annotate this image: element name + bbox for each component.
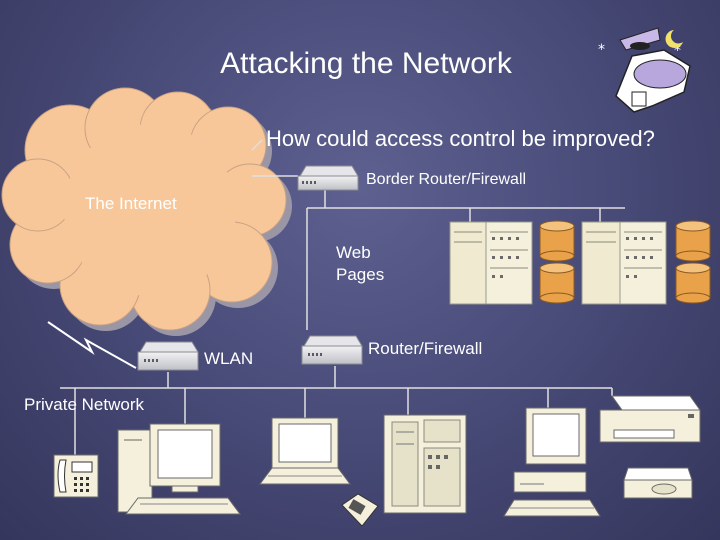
router-firewall-label: Router/Firewall bbox=[368, 339, 483, 358]
server-rack-icon bbox=[449, 221, 533, 305]
internal-router-icon bbox=[301, 335, 363, 365]
wlan-label: WLAN bbox=[204, 349, 254, 368]
desktop-computer-icon bbox=[503, 407, 601, 517]
spy-mascot-icon: * * bbox=[598, 27, 691, 113]
border-router-label: Border Router/Firewall bbox=[366, 171, 527, 188]
database-icon bbox=[539, 220, 575, 262]
svg-text:*: * bbox=[598, 42, 605, 58]
server-rack-icon bbox=[581, 221, 667, 305]
database-icon bbox=[539, 262, 575, 304]
printer-icon bbox=[599, 395, 701, 443]
wlan-router-icon bbox=[137, 341, 199, 371]
desktop-computer-icon bbox=[117, 423, 241, 515]
web-pages-label: Web Pages bbox=[336, 243, 385, 284]
internet-label: The Internet bbox=[85, 194, 177, 213]
svg-text:*: * bbox=[674, 43, 681, 59]
laptop-icon bbox=[259, 417, 351, 485]
database-icon bbox=[675, 220, 711, 262]
disk-drive-icon bbox=[341, 493, 379, 527]
private-network-label: Private Network bbox=[24, 395, 144, 414]
internet-cloud bbox=[1, 87, 292, 336]
slide-question: How could access control be improved? bbox=[266, 126, 655, 151]
server-rack-icon bbox=[383, 414, 467, 514]
network-lines bbox=[60, 139, 625, 455]
wireless-signal-icon bbox=[47, 321, 137, 369]
border-router-icon bbox=[297, 165, 359, 191]
database-icon bbox=[675, 262, 711, 304]
telephone-icon bbox=[53, 454, 99, 498]
disk-drive-icon bbox=[623, 467, 693, 499]
slide-title: Attacking the Network bbox=[220, 47, 512, 80]
